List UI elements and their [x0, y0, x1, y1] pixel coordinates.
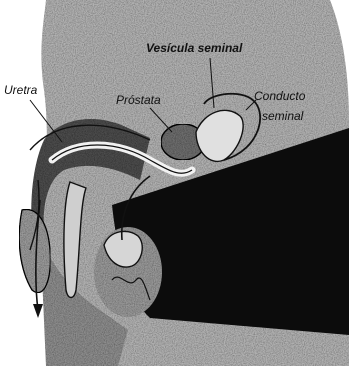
label-uretra: Uretra: [4, 83, 38, 97]
label-vesicula-seminal: Vesícula seminal: [146, 41, 243, 55]
label-seminal: seminal: [262, 109, 304, 123]
label-conducto: Conducto: [254, 89, 306, 103]
urethra-arrow-head: [33, 304, 43, 318]
label-prostata: Próstata: [116, 93, 161, 107]
